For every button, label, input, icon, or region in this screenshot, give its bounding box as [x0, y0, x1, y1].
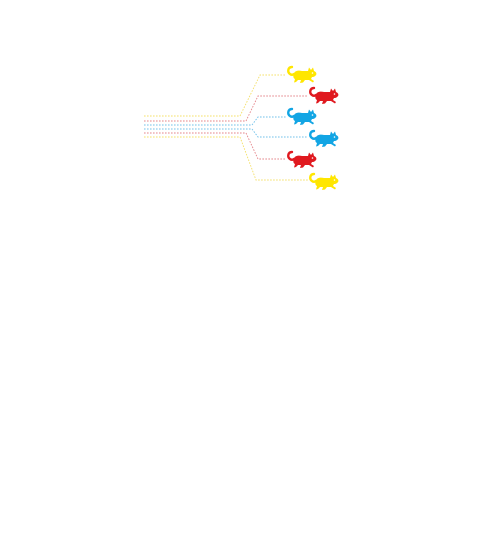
- path-lines-group: [144, 74, 308, 181]
- path-line-red: [144, 95, 308, 122]
- path-line-yellow: [144, 74, 286, 117]
- red-running-cat-icon: [287, 150, 318, 170]
- blue-running-cat-icon: [287, 107, 318, 127]
- path-line-red: [144, 132, 286, 160]
- cats-group: [287, 65, 340, 192]
- yellow-running-cat-icon: [309, 172, 340, 192]
- path-line-blue: [144, 116, 286, 126]
- red-running-cat-icon: [309, 86, 340, 106]
- blue-running-cat-icon: [309, 129, 340, 149]
- yellow-running-cat-icon: [287, 65, 318, 85]
- path-line-blue: [144, 128, 308, 138]
- path-line-yellow: [144, 136, 308, 181]
